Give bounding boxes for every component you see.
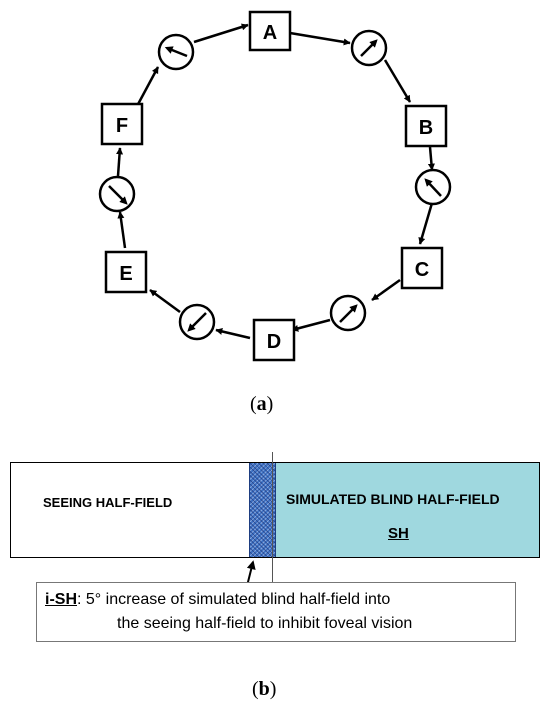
caption-a: (a) [250, 393, 274, 415]
increase-strip [249, 463, 276, 557]
direction-circle-fa [157, 33, 195, 71]
cycle-diagram: A B C D E F [98, 10, 452, 362]
direction-circle-bc [414, 168, 452, 206]
sh-label: SH [388, 525, 409, 542]
direction-circles [98, 29, 452, 341]
node-d: D [252, 318, 296, 362]
note-line-2: the seeing half-field to inhibit foveal … [117, 615, 413, 632]
caption-a-letter: a [256, 393, 267, 415]
direction-circle-ef [98, 175, 136, 213]
node-a: A [248, 10, 292, 52]
arrow-circle-to-e [149, 288, 181, 314]
note-term: i-SH [45, 591, 77, 608]
caption-b-letter: b [258, 678, 270, 700]
node-a-label: A [263, 22, 277, 44]
arrow-circle-to-d [291, 318, 331, 332]
node-e-label: E [119, 263, 132, 285]
node-b-label: B [419, 117, 433, 139]
seeing-half-field: SEEING HALF-FIELD [11, 463, 249, 557]
note-box: i-SH: 5° increase of simulated blind hal… [36, 582, 516, 642]
blind-half-field-label: SIMULATED BLIND HALF-FIELD [286, 491, 500, 507]
simulated-blind-half-field: SIMULATED BLIND HALF-FIELD SH [276, 463, 539, 557]
arrow-a-to-circle [289, 31, 351, 46]
node-c-label: C [415, 259, 429, 281]
arrow-circle-to-c [418, 202, 434, 245]
arrow-e-to-circle [117, 211, 127, 249]
vertical-meridian-line [272, 452, 273, 582]
node-b: B [404, 104, 448, 148]
direction-circle-cd [329, 294, 367, 332]
node-d-label: D [267, 331, 281, 353]
node-f-label: F [116, 115, 128, 137]
node-e: E [104, 250, 148, 294]
visual-field-bar: SEEING HALF-FIELD SIMULATED BLIND HALF-F… [10, 462, 540, 558]
node-f: F [100, 102, 144, 146]
cycle-arrows [116, 23, 435, 340]
arrow-circle-to-f [116, 147, 124, 177]
arrow-circle-to-a [193, 23, 249, 44]
note-line-1: i-SH: 5° increase of simulated blind hal… [45, 591, 390, 609]
node-c: C [400, 246, 444, 290]
direction-circle-ab [350, 29, 388, 67]
arrow-f-to-circle [134, 66, 160, 109]
note-line-1-text: : 5° increase of simulated blind half-fi… [77, 591, 391, 608]
caption-b: (b) [252, 678, 277, 700]
arrow-c-to-circle [371, 278, 401, 302]
arrow-b-to-circle [427, 146, 435, 171]
state-boxes: A B C D E F [100, 10, 448, 362]
arrow-d-to-circle [215, 328, 251, 340]
direction-circle-de [178, 303, 216, 341]
seeing-half-field-label: SEEING HALF-FIELD [43, 495, 173, 510]
arrow-circle-to-b [383, 59, 412, 103]
